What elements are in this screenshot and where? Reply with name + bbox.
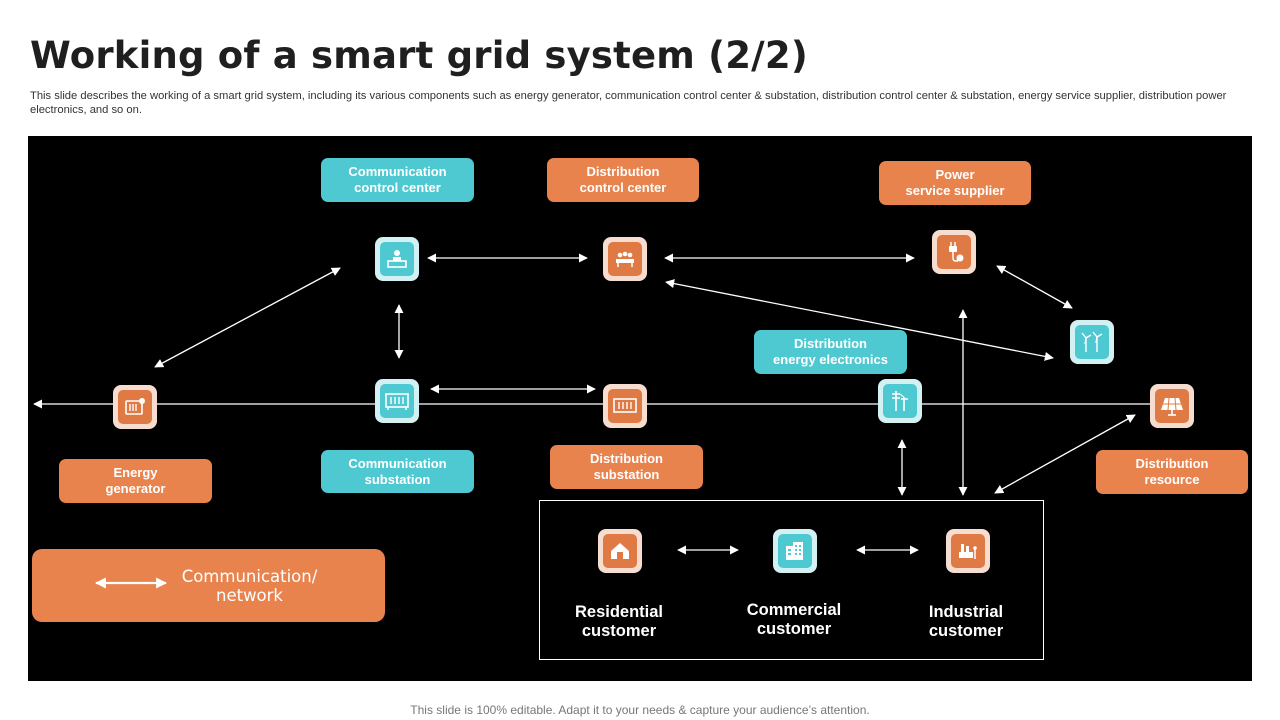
energy-generator-node — [113, 385, 157, 429]
factory-icon — [959, 544, 977, 559]
distribution-energy-electronics-label: Distribution energy electronics — [754, 330, 907, 374]
arrow-dcc-wind — [665, 279, 1054, 361]
distribution-substation-node — [603, 384, 647, 428]
communication-substation-label: Communication substation — [321, 450, 474, 493]
solar-panel-icon — [1161, 397, 1183, 416]
house-icon — [611, 543, 629, 559]
communication-control-center-label: Communication control center — [321, 158, 474, 202]
distribution-control-center-node — [603, 237, 647, 281]
meeting-icon — [616, 251, 634, 267]
arrow-generator-ccc — [154, 267, 341, 368]
power-service-supplier-node — [932, 230, 976, 274]
distribution-substation-label: Distribution substation — [550, 445, 703, 489]
substation-icon — [613, 398, 637, 413]
commercial-customer-label: Commercial customer — [746, 601, 842, 638]
legend-box: Communication/ network — [32, 549, 385, 622]
footer-note: This slide is 100% editable. Adapt it to… — [410, 703, 870, 717]
residential-customer-label: Residential customer — [574, 603, 664, 640]
customers-group — [539, 500, 1044, 660]
legend-label: Communication/ network — [181, 567, 318, 605]
communication-substation-node — [375, 379, 419, 423]
plug-icon — [949, 242, 964, 262]
commercial-customer-node — [773, 529, 817, 573]
power-pole-icon — [892, 391, 908, 411]
distribution-resource-node — [1150, 384, 1194, 428]
building-icon — [786, 542, 803, 560]
industrial-customer-label: Industrial customer — [928, 603, 1004, 640]
wind-turbine-icon — [1081, 331, 1103, 352]
generator-icon — [125, 398, 145, 415]
distribution-control-center-label: Distribution control center — [547, 158, 699, 202]
industrial-customer-node — [946, 529, 990, 573]
distribution-energy-electronics-node — [878, 379, 922, 423]
arrow-supplier-wind — [996, 265, 1073, 309]
arrow-resource-customers — [994, 414, 1136, 494]
residential-customer-node — [598, 529, 642, 573]
substation-icon — [385, 393, 409, 410]
distribution-resource-label: Distribution resource — [1096, 450, 1248, 494]
double-arrow-icon — [94, 577, 168, 589]
power-service-supplier-label: Power service supplier — [879, 161, 1031, 205]
control-desk-icon — [387, 250, 407, 268]
communication-control-center-node — [375, 237, 419, 281]
page-subtitle: This slide describes the working of a sm… — [30, 90, 1227, 116]
wind-turbine-node — [1070, 320, 1114, 364]
energy-generator-label: Energy generator — [59, 459, 212, 503]
page-title: Working of a smart grid system (2/2) — [30, 34, 808, 77]
